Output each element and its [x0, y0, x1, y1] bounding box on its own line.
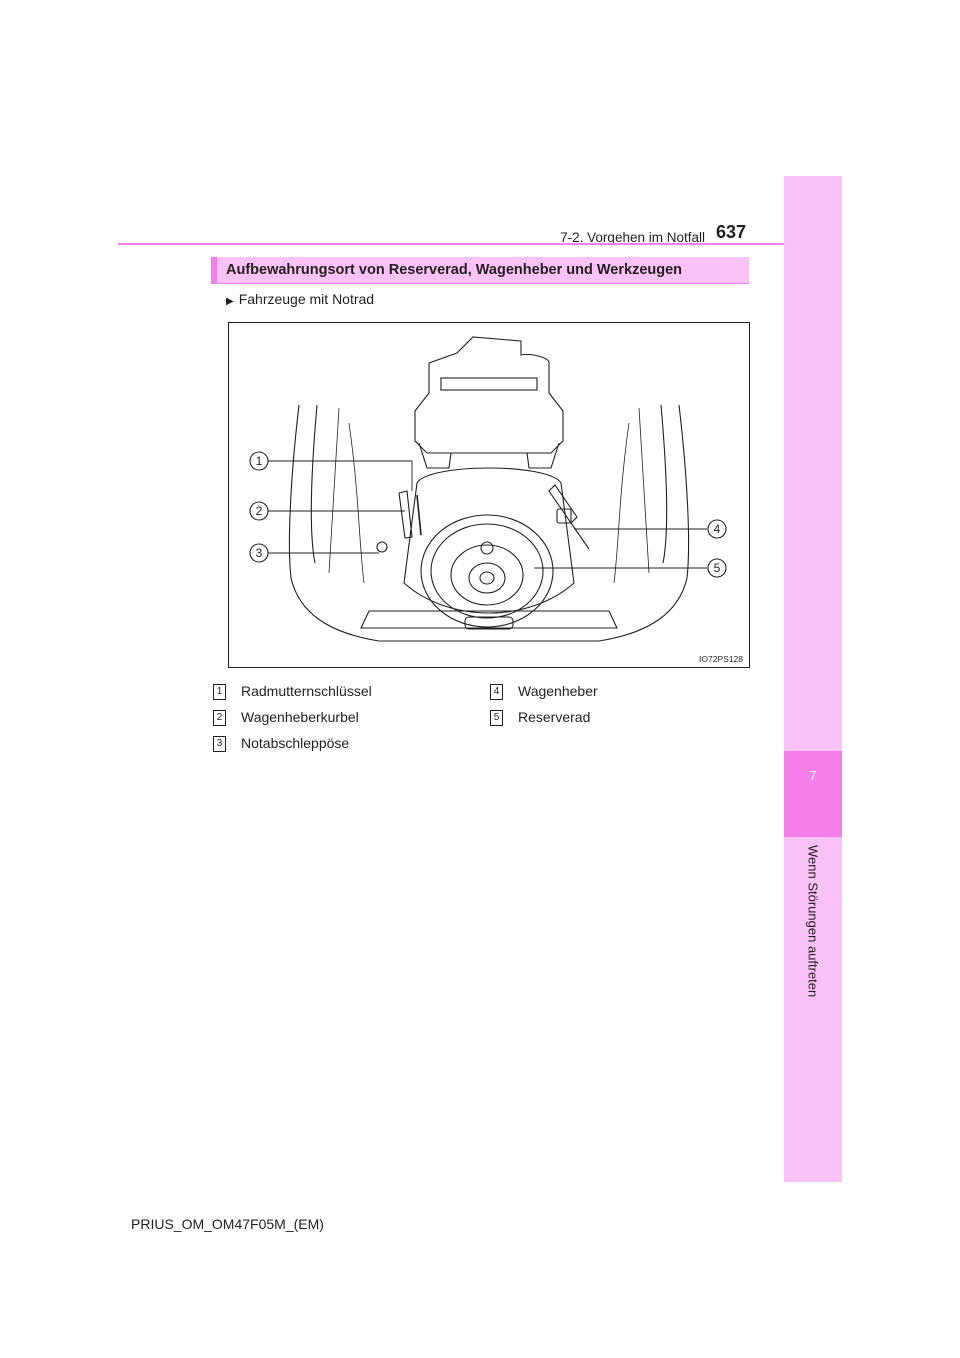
legend-item: 3 Notabschleppöse — [213, 735, 350, 753]
legend-number: 2 — [213, 710, 226, 727]
legend-label: Radmutternschlüssel — [241, 683, 372, 699]
bullet-text: Fahrzeuge mit Notrad — [238, 291, 375, 307]
header-rule — [118, 243, 784, 245]
section-title: 7-2. Vorgehen im Notfall — [560, 230, 705, 245]
legend-label: Wagenheber — [518, 683, 598, 699]
legend-item: 5 Reserverad — [490, 709, 591, 727]
callout-4: 4 — [714, 522, 721, 536]
chapter-side-tab — [784, 176, 842, 1182]
callout-1: 1 — [256, 454, 263, 468]
heading-bar — [211, 257, 749, 283]
legend-label: Reserverad — [518, 709, 591, 725]
legend-number: 4 — [490, 684, 503, 701]
bullet-triangle-icon: ▶ — [226, 296, 234, 307]
legend-number: 3 — [213, 736, 226, 753]
legend-label: Notabschleppöse — [241, 735, 350, 751]
chapter-side-tab-active — [784, 751, 842, 837]
page-number: 637 — [716, 222, 747, 242]
chapter-title: Wenn Störungen auftreten — [805, 845, 821, 998]
trunk-drawing: 1 2 3 4 5 — [249, 336, 727, 642]
callout-2: 2 — [256, 504, 263, 518]
callout-5: 5 — [714, 561, 721, 575]
legend-number: 1 — [213, 684, 226, 701]
callout-3: 3 — [256, 546, 263, 560]
bullet-item: ▶ Fahrzeuge mit Notrad — [226, 291, 374, 307]
legend-label: Wagenheberkurbel — [241, 709, 359, 725]
legend-item: 4 Wagenheber — [490, 683, 598, 701]
chapter-number: 7 — [809, 768, 817, 783]
footer-doc-code: PRIUS_OM_OM47F05M_(EM) — [131, 1216, 324, 1232]
legend-item: 1 Radmutternschlüssel — [213, 683, 372, 701]
trunk-illustration: 1 2 3 4 5 IO72PS128 — [228, 322, 750, 668]
heading-underline — [211, 283, 749, 284]
figure-code: IO72PS128 — [699, 654, 743, 664]
legend-item: 2 Wagenheberkurbel — [213, 709, 359, 727]
legend-number: 5 — [490, 710, 503, 727]
section-heading: Aufbewahrungsort von Reserverad, Wagenhe… — [226, 262, 683, 278]
